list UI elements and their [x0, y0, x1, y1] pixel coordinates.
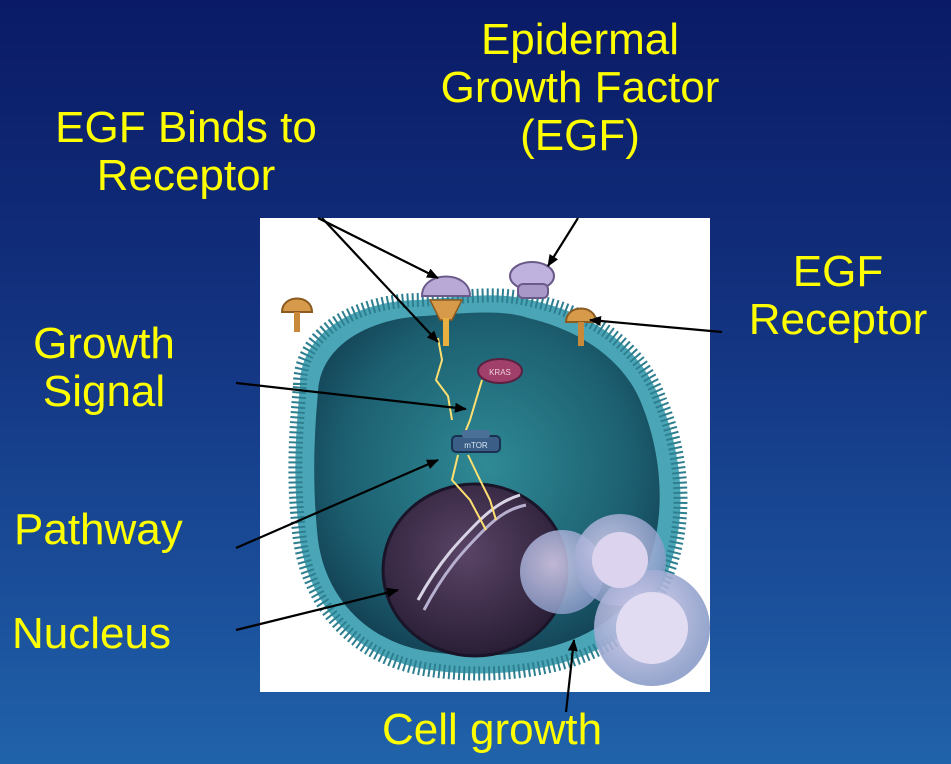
label-growth-signal: Growth Signal — [4, 320, 204, 416]
svg-text:KRAS: KRAS — [489, 368, 511, 377]
label-cell-growth: Cell growth — [342, 706, 642, 754]
label-egf-receptor: EGF Receptor — [718, 248, 951, 344]
receptor-left — [282, 299, 312, 333]
arrow-egf — [548, 218, 578, 266]
label-epidermal-growth-factor: Epidermal Growth Factor (EGF) — [420, 16, 740, 160]
label-egf-binds: EGF Binds to Receptor — [18, 104, 354, 200]
label-nucleus: Nucleus — [12, 610, 171, 658]
arrow-binds-1 — [318, 218, 438, 278]
egf-molecule — [510, 262, 554, 298]
label-pathway: Pathway — [14, 506, 183, 554]
svg-text:mTOR: mTOR — [464, 441, 488, 450]
kras-protein: KRAS — [478, 359, 522, 383]
